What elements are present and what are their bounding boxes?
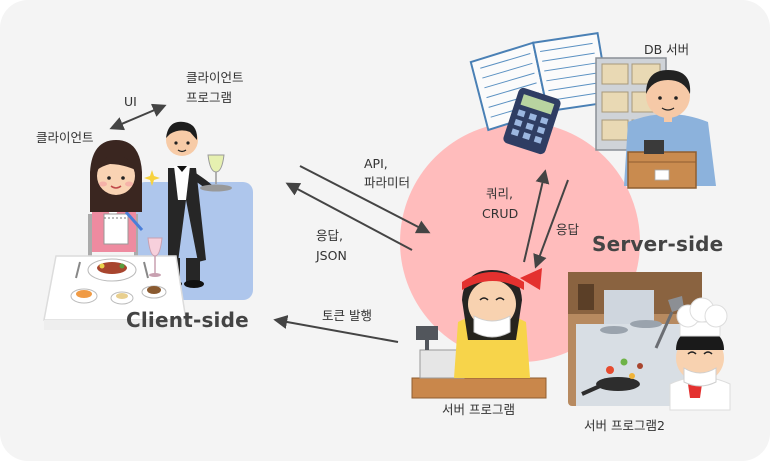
- db-clerk-illustration: [595, 57, 716, 189]
- arrow-api-request: [299, 165, 431, 234]
- calculator-illustration: [503, 87, 561, 155]
- api-label-line2: 파라미터: [364, 175, 411, 190]
- client-program-label-line2: 프로그램: [186, 90, 233, 105]
- query-label-line1: 쿼리,: [486, 186, 513, 201]
- ui-label: UI: [124, 94, 137, 109]
- kitchen-chef-illustration: [568, 272, 731, 411]
- client-side-title: Client-side: [126, 308, 249, 332]
- arrow-ui-bidirectional: [109, 103, 167, 131]
- arrow-json-response: [285, 182, 413, 251]
- response-label-line2: JSON: [316, 248, 347, 263]
- token-label: 토큰 발행: [322, 308, 372, 323]
- client-program-label-line1: 클라이언트: [186, 70, 244, 85]
- db-response-label: 응답: [556, 222, 580, 237]
- customer-illustration: [88, 140, 144, 258]
- arrow-query-to-db: [523, 169, 550, 263]
- query-label-line2: CRUD: [482, 206, 519, 221]
- server-side-title: Server-side: [592, 232, 724, 256]
- dining-table-illustration: [43, 237, 187, 330]
- arrows: [109, 103, 569, 343]
- server-program2-label: 서버 프로그램2: [584, 418, 665, 433]
- response-label-line1: 응답,: [316, 228, 343, 243]
- arrow-token-issue: [273, 315, 399, 343]
- cashier-illustration: [411, 268, 547, 399]
- db-server-label: DB 서버: [644, 42, 690, 57]
- client-label: 클라이언트: [36, 130, 94, 145]
- server-program-label: 서버 프로그램: [442, 402, 515, 417]
- arrow-db-response: [533, 179, 569, 269]
- api-label-line1: API,: [364, 156, 388, 171]
